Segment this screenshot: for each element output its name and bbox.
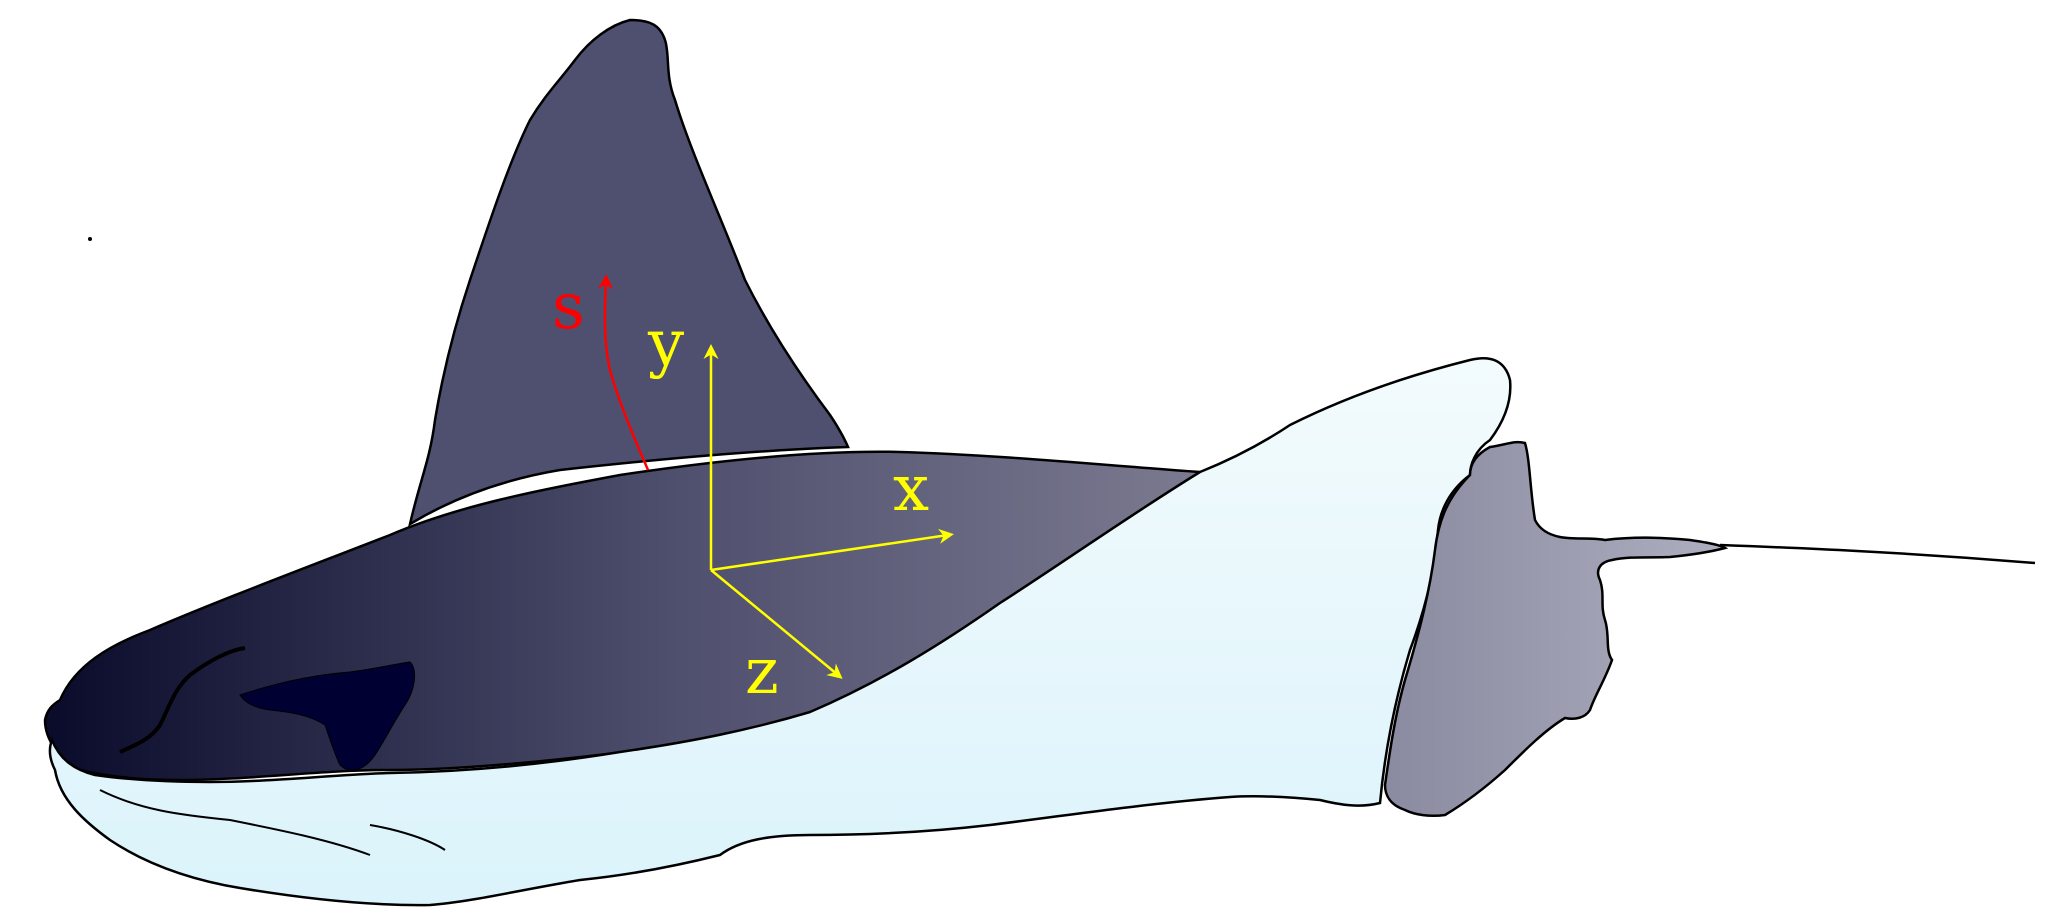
s-axis-label: s [552,270,585,344]
x-axis-arrow [710,528,954,572]
tail-whip [1719,543,2036,565]
z-axis-label: z [745,635,779,709]
gill-line-small [369,824,446,851]
mouth-line [119,646,246,754]
x-axis-label: x [893,452,929,526]
s-axis-arrow [598,274,650,471]
z-axis-arrow [710,569,843,679]
y-axis-label: y [647,307,684,381]
dorsal-fin [408,18,850,527]
gill-line-lower [99,789,371,856]
stray-dot [88,237,92,241]
tail-base [1383,440,1729,818]
eye [239,661,416,771]
